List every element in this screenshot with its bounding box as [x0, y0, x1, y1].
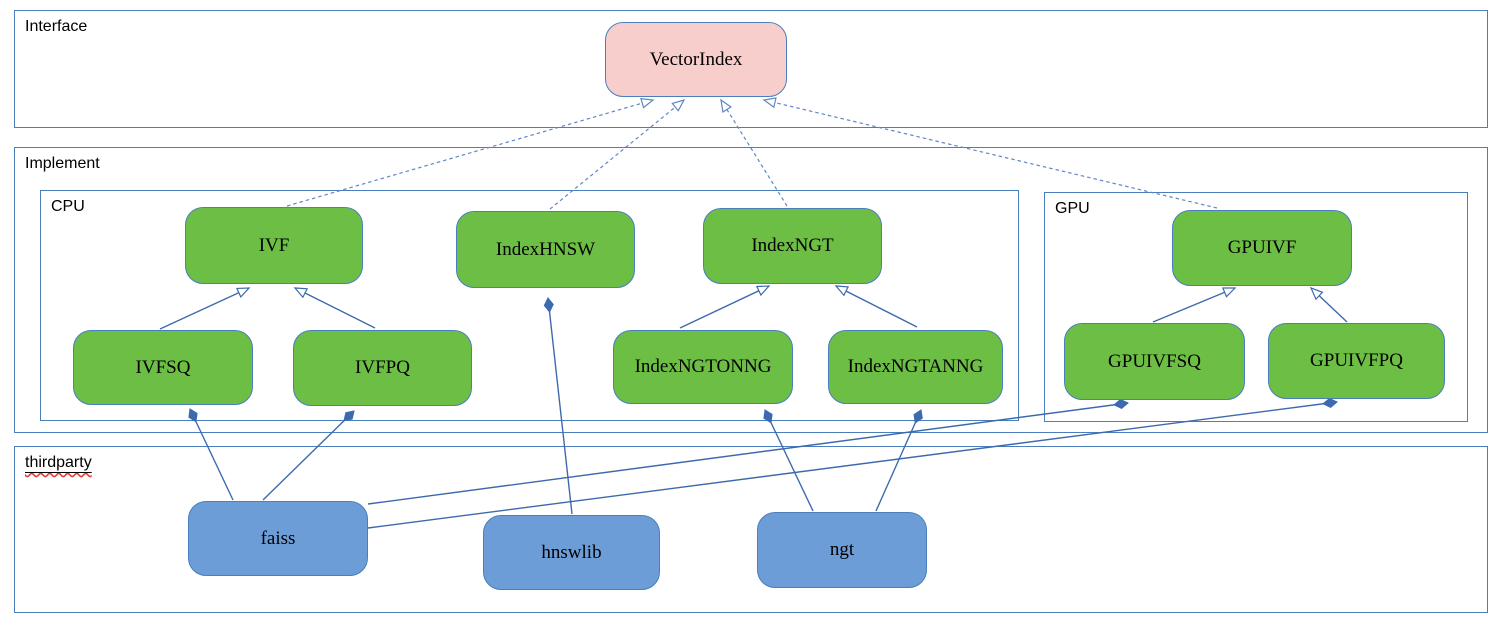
- node-indexngtanng[interactable]: IndexNGTANNG: [828, 330, 1003, 404]
- edge-ngt-to-indexngtonng[interactable]: [763, 409, 814, 512]
- group-interface-label: Interface: [25, 18, 88, 35]
- group-gpu[interactable]: GPU: [1044, 192, 1468, 422]
- node-faiss[interactable]: faiss: [188, 501, 368, 576]
- group-implement[interactable]: Implement: [14, 147, 1488, 433]
- node-ngt[interactable]: ngt: [757, 512, 927, 588]
- edge-ngt-to-indexngtanng[interactable]: [875, 409, 923, 512]
- group-implement-label: Implement: [25, 155, 100, 172]
- node-gpuivf[interactable]: GPUIVF: [1172, 210, 1352, 286]
- edge-ivf-to-vectorindex[interactable]: [286, 100, 653, 207]
- node-ivf[interactable]: IVF: [185, 207, 363, 284]
- edge-ivfpq-to-ivf[interactable]: [295, 288, 376, 329]
- node-indexngt[interactable]: IndexNGT: [703, 208, 882, 284]
- node-ngt-label: ngt: [829, 539, 855, 560]
- edge-ivfsq-to-ivf[interactable]: [159, 288, 249, 330]
- group-thirdparty[interactable]: thirdparty: [14, 446, 1488, 613]
- node-gpuivfsq[interactable]: GPUIVFSQ: [1064, 323, 1245, 400]
- node-ivfsq[interactable]: IVFSQ: [73, 330, 253, 405]
- node-ivfpq-label: IVFPQ: [355, 357, 410, 378]
- edge-faiss-to-gpuivfpq[interactable]: [367, 397, 1338, 529]
- edge-faiss-to-gpuivfsq[interactable]: [367, 398, 1129, 505]
- edge-indexngtanng-to-indexngt[interactable]: [836, 286, 918, 328]
- node-indexhnsw-label: IndexHNSW: [495, 238, 596, 260]
- edge-gpuivfpq-to-gpuivf[interactable]: [1311, 288, 1348, 323]
- node-gpuivf-label: GPUIVF: [1227, 237, 1297, 258]
- group-cpu-label: CPU: [51, 198, 85, 215]
- node-indexngtonng[interactable]: IndexNGTONNG: [613, 330, 793, 404]
- node-gpuivfpq-label: GPUIVFPQ: [1310, 350, 1403, 371]
- edge-hnswlib-to-indexhnsw[interactable]: [543, 297, 573, 515]
- node-indexngtonng-label: IndexNGTONNG: [634, 356, 772, 377]
- node-indexngt-label: IndexNGT: [751, 235, 834, 256]
- edge-faiss-to-ivfpq[interactable]: [262, 410, 355, 501]
- group-gpu-label: GPU: [1055, 200, 1090, 217]
- node-gpuivfsq-label: GPUIVFSQ: [1108, 350, 1201, 372]
- node-ivfsq-label: IVFSQ: [135, 356, 191, 378]
- edge-indexngtonng-to-indexngt[interactable]: [679, 286, 769, 329]
- node-ivf-label: IVF: [258, 234, 290, 256]
- node-vectorindex-label: VectorIndex: [649, 48, 743, 70]
- node-hnswlib-label: hnswlib: [541, 541, 602, 563]
- group-thirdparty-label: thirdparty: [25, 454, 92, 471]
- group-interface[interactable]: Interface: [14, 10, 1488, 128]
- edge-faiss-to-ivfsq[interactable]: [188, 408, 234, 501]
- node-faiss-label: faiss: [260, 527, 296, 549]
- edge-indexngt-to-vectorindex[interactable]: [721, 100, 788, 207]
- node-vectorindex[interactable]: VectorIndex: [605, 22, 787, 97]
- node-indexhnsw[interactable]: IndexHNSW: [456, 211, 635, 288]
- node-ivfpq[interactable]: IVFPQ: [293, 330, 472, 406]
- edge-indexhnsw-to-vectorindex[interactable]: [549, 100, 684, 210]
- edge-gpuivfsq-to-gpuivf[interactable]: [1152, 288, 1235, 323]
- node-hnswlib[interactable]: hnswlib: [483, 515, 660, 590]
- node-indexngtanng-label: IndexNGTANNG: [847, 356, 984, 377]
- group-cpu[interactable]: CPU: [40, 190, 1019, 421]
- spellcheck-squiggle: thirdparty: [25, 454, 92, 472]
- edge-gpuivf-to-vectorindex[interactable]: [764, 100, 1218, 209]
- node-gpuivfpq[interactable]: GPUIVFPQ: [1268, 323, 1445, 399]
